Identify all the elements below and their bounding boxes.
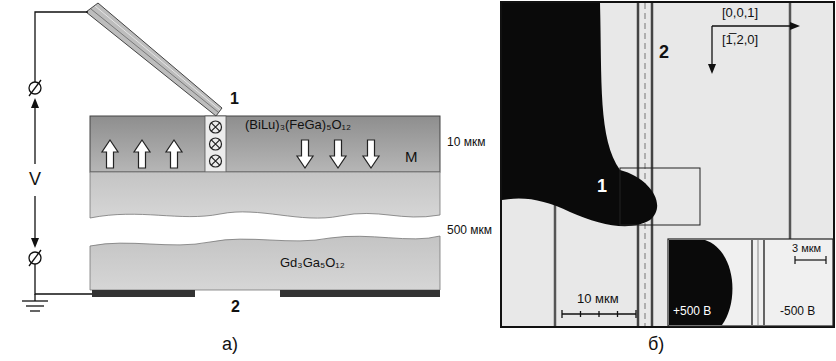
probe-shadow bbox=[502, 3, 657, 226]
probe-tip bbox=[86, 3, 222, 116]
terminal-slash bbox=[29, 250, 41, 266]
arrow-down bbox=[330, 140, 346, 168]
inset-stripe bbox=[758, 240, 759, 325]
panel-label: б) bbox=[648, 334, 664, 355]
crossed-circle bbox=[210, 155, 222, 167]
bottom-electrode bbox=[280, 290, 440, 297]
arrow-up bbox=[166, 140, 182, 168]
axis-label: [0,0,1] bbox=[722, 6, 758, 21]
wire bbox=[35, 264, 92, 294]
axis-arrow bbox=[711, 26, 712, 66]
scale-label: 10 мкм bbox=[577, 292, 619, 307]
callout-number: 1 bbox=[230, 90, 239, 108]
scale-line bbox=[795, 259, 826, 260]
film-layer bbox=[90, 116, 440, 172]
arrow-down bbox=[363, 140, 379, 168]
magnetization-arrows bbox=[102, 140, 379, 168]
bottom-electrode bbox=[92, 290, 195, 297]
scale-tick bbox=[580, 311, 581, 317]
crossed-circle bbox=[210, 138, 222, 150]
arrowhead bbox=[708, 64, 716, 74]
inset-frame bbox=[668, 239, 833, 326]
crossed-circle bbox=[210, 121, 222, 133]
cross bbox=[211, 140, 219, 148]
micrograph-frame bbox=[501, 2, 834, 327]
arrowhead bbox=[31, 98, 39, 108]
voltage-label: -500 В bbox=[780, 305, 815, 319]
inset-stripe bbox=[763, 240, 765, 325]
zoom-box bbox=[620, 168, 700, 225]
ground-wire bbox=[34, 294, 35, 301]
wire bbox=[35, 12, 88, 82]
terminal-slash bbox=[29, 80, 41, 96]
arrowhead bbox=[31, 238, 39, 248]
scale-tick bbox=[561, 310, 562, 318]
inset-stripe bbox=[751, 240, 753, 325]
voltage-arrow-line bbox=[34, 196, 35, 244]
scale-tick bbox=[825, 256, 826, 264]
axis-label: [1̅,2,0] bbox=[722, 33, 758, 48]
domain-wall bbox=[205, 116, 226, 172]
inset-box: 3 мкм +500 В -500 В bbox=[668, 239, 833, 326]
formula-label: (BiLu)₃(FeGa)₅O₁₂ bbox=[245, 118, 351, 133]
ground-symbol bbox=[30, 310, 40, 311]
substrate-lower bbox=[90, 236, 440, 290]
magnetization-label: M bbox=[405, 148, 418, 165]
axis-arrow bbox=[712, 25, 792, 26]
film-layer-box: (BiLu)₃(FeGa)₅O₁₂ M bbox=[90, 116, 440, 172]
scale-tick bbox=[635, 310, 636, 318]
arrow-up bbox=[134, 140, 150, 168]
ground-symbol bbox=[26, 305, 44, 306]
callout-number: 2 bbox=[231, 298, 240, 316]
arrow-up bbox=[102, 140, 118, 168]
voltage-arrow-line bbox=[34, 102, 35, 164]
crossed-circles bbox=[210, 121, 222, 167]
cross bbox=[211, 123, 219, 131]
scale-tick bbox=[617, 311, 618, 317]
callout-number: 2 bbox=[659, 42, 669, 63]
dimension-label: 10 мкм bbox=[447, 136, 485, 150]
substrate-box: Gd₃Ga₅O₁₂ bbox=[90, 172, 440, 290]
scale-tick bbox=[598, 311, 599, 317]
panel-label: а) bbox=[222, 334, 238, 355]
dimension-label: 500 мкм bbox=[447, 224, 492, 238]
arrow-down bbox=[297, 140, 313, 168]
domain-stripe bbox=[651, 3, 654, 326]
substrate-upper bbox=[90, 172, 440, 218]
formula-label: Gd₃Ga₅O₁₂ bbox=[280, 256, 345, 271]
circuit-wires bbox=[22, 12, 92, 311]
domain-stripe bbox=[637, 3, 640, 326]
probe-shading bbox=[95, 6, 220, 110]
ground-symbol bbox=[22, 300, 48, 301]
scale-label: 3 мкм bbox=[792, 242, 821, 255]
voltage-label: +500 В bbox=[673, 305, 711, 319]
cross bbox=[211, 157, 219, 165]
callout-number: 1 bbox=[597, 176, 607, 197]
probe-shading bbox=[91, 9, 218, 112]
scale-bar bbox=[562, 310, 636, 318]
scale-tick bbox=[794, 256, 795, 264]
voltage-symbol: V bbox=[29, 169, 41, 190]
arrowhead bbox=[790, 22, 800, 30]
inset-scale-bar bbox=[795, 256, 826, 264]
inset-probe bbox=[669, 240, 732, 325]
domain-wall-center bbox=[645, 3, 646, 326]
